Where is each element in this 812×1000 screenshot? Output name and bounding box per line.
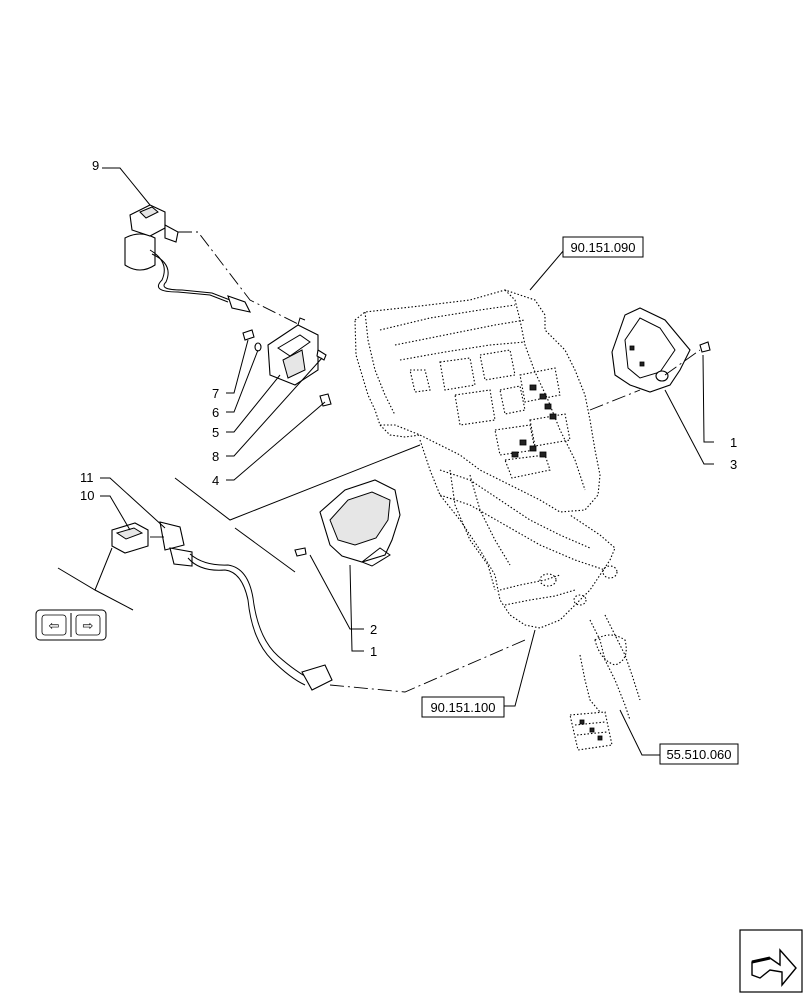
part-8-screw: [316, 349, 327, 361]
console-support-frame: [419, 439, 641, 751]
switch-right-arrow-icon: ⇨: [83, 618, 94, 633]
part-1-screw-right: [699, 341, 711, 353]
callout-5: 5: [212, 425, 219, 440]
part-2-cover: [319, 479, 401, 567]
callout-6: 6: [212, 405, 219, 420]
part-3-side-panel: [611, 307, 691, 393]
reference-top-label: 90.151.090: [570, 240, 635, 255]
switch-symbol-plate: ⇦ ⇨: [35, 609, 107, 641]
part-4-pin: [319, 393, 332, 407]
callout-1-left: 1: [370, 644, 377, 659]
callout-7: 7: [212, 386, 219, 401]
callouts: 9 7 6 5 8 4 11 10 2 1 1 3: [80, 158, 737, 659]
part-10-switch: [111, 522, 149, 554]
reference-right-label: 55.510.060: [666, 747, 731, 762]
armrest-console: [354, 289, 601, 513]
callout-2: 2: [370, 622, 377, 637]
switch-left-arrow-icon: ⇦: [49, 618, 60, 633]
callout-1-right: 1: [730, 435, 737, 450]
next-page-arrow-icon[interactable]: [739, 929, 803, 993]
reference-box-right[interactable]: 55.510.060: [659, 743, 739, 765]
part-5-bracket: [267, 317, 319, 386]
reference-box-top[interactable]: 90.151.090: [562, 236, 644, 258]
part-6-washer: [254, 342, 262, 352]
reference-box-bottom[interactable]: 90.151.100: [421, 696, 505, 718]
assembly-lines: [150, 231, 701, 693]
reference-bottom-label: 90.151.100: [430, 700, 495, 715]
callout-8: 8: [212, 449, 219, 464]
callout-9: 9: [92, 158, 99, 173]
callout-11: 11: [80, 470, 94, 485]
part-9-sensor: [124, 204, 252, 313]
part-7-screw: [242, 329, 255, 341]
callout-10: 10: [80, 488, 94, 503]
callout-4: 4: [212, 473, 219, 488]
part-1-screw-left: [294, 547, 307, 557]
callout-3: 3: [730, 457, 737, 472]
part-11-wiring-harness: [159, 521, 333, 691]
leader-lines: [57, 167, 714, 756]
